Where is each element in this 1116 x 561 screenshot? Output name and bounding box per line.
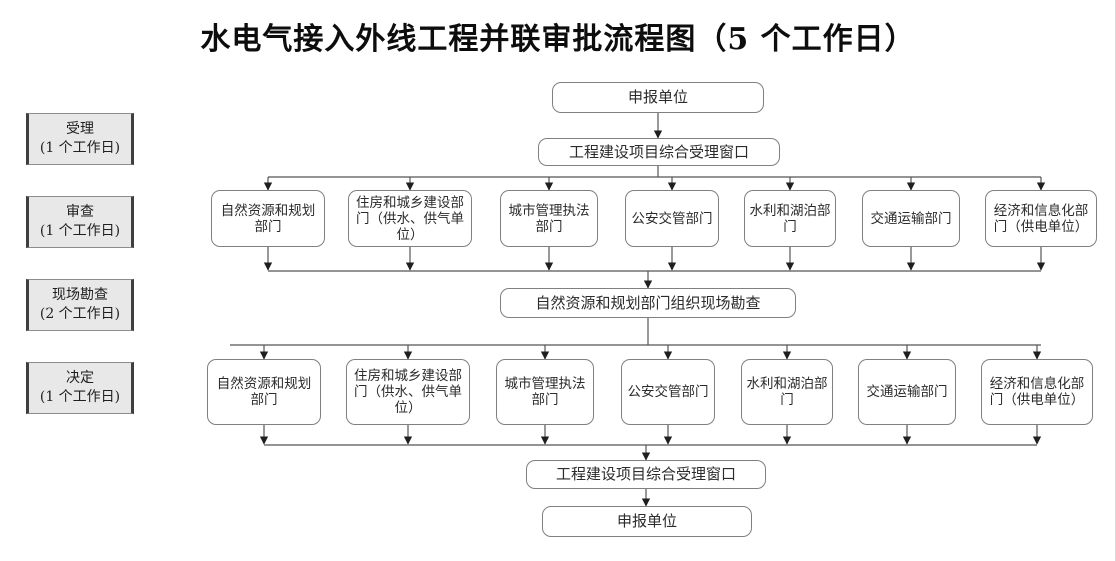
node-decision-dept-4: 公安交管部门 — [621, 359, 715, 425]
node-review-dept-7: 经济和信息化部门（供电单位） — [985, 190, 1097, 247]
page-title: 水电气接入外线工程并联审批流程图（5 个工作日） — [200, 22, 916, 57]
stage-name: 决定 — [66, 370, 94, 386]
node-label: 城市管理执法部门 — [504, 376, 586, 408]
node-site-survey: 自然资源和规划部门组织现场勘查 — [500, 288, 796, 318]
node-label: 交通运输部门 — [870, 210, 952, 227]
node-label: 公安交管部门 — [631, 210, 713, 227]
node-label: 自然资源和规划部门 — [220, 202, 316, 235]
stage-name: 受理 — [66, 121, 94, 137]
node-review-dept-4: 公安交管部门 — [625, 190, 719, 247]
node-intake-window-top: 工程建设项目综合受理窗口 — [538, 138, 780, 166]
node-review-dept-6: 交通运输部门 — [862, 190, 960, 247]
stage-label-decision: 决定 (1 个工作日) — [26, 362, 134, 414]
node-decision-dept-1: 自然资源和规划部门 — [207, 359, 321, 425]
node-decision-dept-7: 经济和信息化部门（供电单位） — [981, 359, 1093, 425]
node-label: 工程建设项目综合受理窗口 — [568, 142, 749, 161]
stage-label-site-survey: 现场勘查 (2 个工作日) — [26, 279, 134, 331]
node-label: 申报单位 — [616, 512, 677, 530]
node-review-dept-2: 住房和城乡建设部门（供水、供气单位） — [348, 190, 472, 247]
node-applicant-bottom: 申报单位 — [542, 506, 752, 537]
node-label: 水利和湖泊部门 — [746, 376, 828, 408]
stage-duration: (1 个工作日) — [39, 140, 121, 156]
stage-label-acceptance: 受理 (1 个工作日) — [26, 113, 134, 165]
node-label: 经济和信息化部门（供电单位） — [989, 376, 1085, 408]
stage-duration: (2 个工作日) — [39, 306, 121, 322]
node-review-dept-1: 自然资源和规划部门 — [211, 190, 325, 247]
node-label: 公安交管部门 — [627, 384, 709, 400]
node-review-dept-5: 水利和湖泊部门 — [744, 190, 836, 247]
stage-label-review: 审查 (1 个工作日) — [26, 196, 134, 248]
node-decision-dept-3: 城市管理执法部门 — [496, 359, 594, 425]
stage-name: 审查 — [66, 204, 94, 220]
node-review-dept-3: 城市管理执法部门 — [500, 190, 598, 247]
node-intake-window-bottom: 工程建设项目综合受理窗口 — [526, 460, 766, 489]
node-label: 住房和城乡建设部门（供水、供气单位） — [356, 194, 464, 243]
node-label: 工程建设项目综合受理窗口 — [555, 465, 736, 483]
node-label: 自然资源和规划部门组织现场勘查 — [535, 293, 761, 312]
stage-duration: (1 个工作日) — [39, 223, 121, 239]
node-label: 经济和信息化部门（供电单位） — [993, 202, 1089, 235]
node-label: 住房和城乡建设部门（供水、供气单位） — [354, 368, 462, 416]
node-label: 城市管理执法部门 — [508, 202, 590, 235]
stage-name: 现场勘查 — [52, 287, 108, 303]
node-label: 交通运输部门 — [866, 384, 948, 400]
node-label: 水利和湖泊部门 — [749, 202, 831, 235]
node-label: 申报单位 — [627, 88, 688, 106]
node-label: 自然资源和规划部门 — [216, 376, 312, 408]
stage-duration: (1 个工作日) — [39, 389, 121, 405]
node-decision-dept-5: 水利和湖泊部门 — [741, 359, 833, 425]
node-applicant-top: 申报单位 — [552, 82, 764, 113]
node-decision-dept-6: 交通运输部门 — [858, 359, 956, 425]
node-decision-dept-2: 住房和城乡建设部门（供水、供气单位） — [346, 359, 470, 425]
